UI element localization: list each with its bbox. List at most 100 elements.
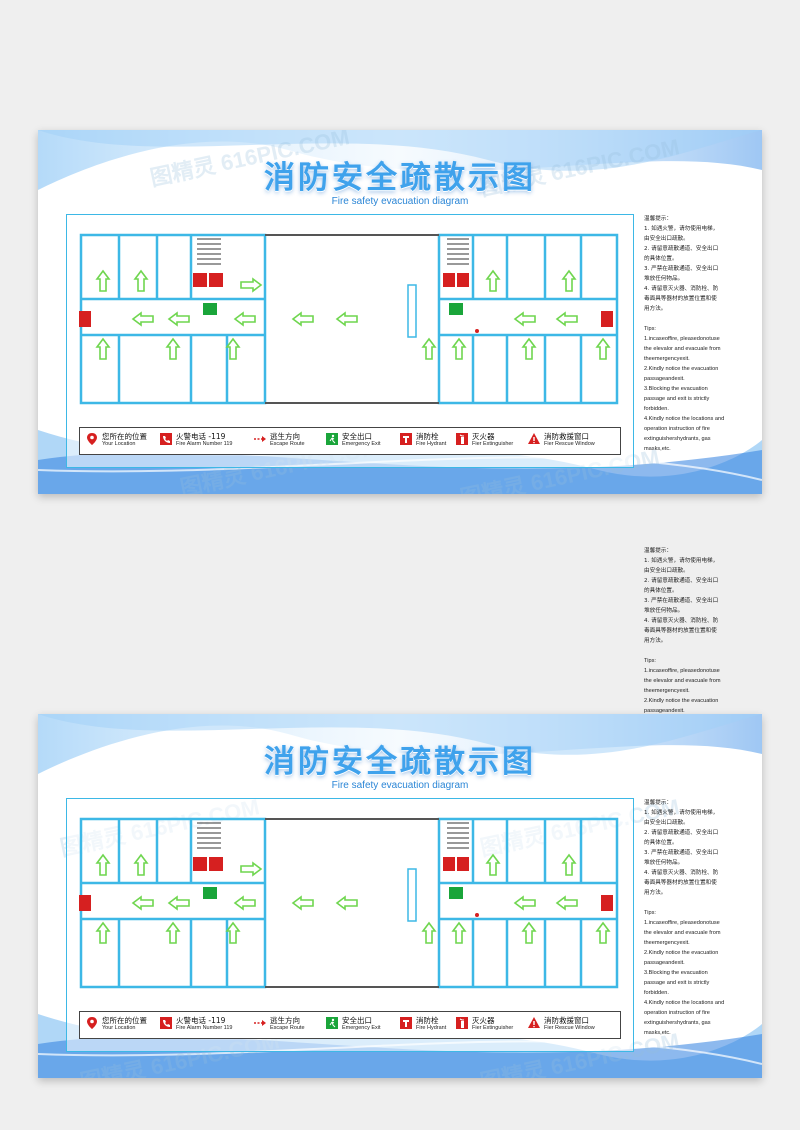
legend-en: Emergency Exit	[342, 441, 381, 447]
tips-en-line: passageandexit.	[644, 960, 685, 966]
tips-zh-title: 温馨提示：	[644, 800, 672, 806]
tips-zh-line: 的具体位置。	[644, 840, 678, 846]
tips-en-line: 4.Kindly notice the locations and	[644, 1000, 725, 1006]
tips-en-line: operation instruction of fire	[644, 1010, 710, 1016]
tips-en-line: masks,etc.	[644, 1030, 671, 1036]
tips-zh-line: 3. 严禁在疏散通道、安全出口	[644, 266, 719, 272]
tips-en-line: passageandexit.	[644, 376, 685, 382]
tips-zh-line: 3. 严禁在疏散通道、安全出口	[644, 850, 719, 856]
tips-en-line: masks,etc.	[644, 446, 671, 452]
tips-zh-line: 1. 如遇火警，请勿使用电梯，	[644, 226, 719, 232]
legend-zh: 火警电话 -119	[176, 1016, 226, 1025]
tips-en-line: forbidden.	[644, 406, 669, 412]
tips-zh-line: 1. 如遇火警，请勿使用电梯，	[644, 558, 719, 564]
board-title: 消防安全疏散示图	[264, 160, 536, 196]
board-title: 消防安全疏散示图	[264, 744, 536, 780]
legend-en: Fier Rescue Window	[544, 1025, 595, 1031]
location-pin-icon	[87, 1017, 97, 1029]
tips-en-line: extinguishershydrants, gas	[644, 436, 711, 442]
evacuation-board-2: 图精灵 616PIC.COM 图精灵 616PIC.COM 图精灵 616PIC…	[38, 714, 762, 1078]
warning-triangle-icon	[528, 1017, 540, 1028]
tips-en-title: Tips:	[644, 326, 656, 332]
legend-en: Fier Extinguisher	[472, 1025, 514, 1031]
legend-en: Fier Extinguisher	[472, 441, 514, 447]
floor-plan-drawing	[79, 233, 619, 405]
tips-en-line: theemergencyexit.	[644, 356, 690, 362]
tips-en-line: 3.Blocking the evacuation	[644, 386, 708, 392]
legend-zh: 消防救援窗口	[544, 432, 589, 441]
board-subtitle: Fire safety evacuation diagram	[331, 780, 469, 791]
legend-en: Escape Route	[270, 1025, 305, 1031]
tips-zh-title: 温馨提示：	[644, 548, 672, 554]
board-subtitle: Fire safety evacuation diagram	[331, 196, 469, 207]
tips-en-line: forbidden.	[644, 990, 669, 996]
tips-zh-line: 的具体位置。	[644, 256, 678, 262]
legend-en: Fier Rescue Window	[544, 441, 595, 447]
tips-zh-line: 2. 请留意疏散通道、安全出口	[644, 830, 719, 836]
tips-zh-line: 2. 请留意疏散通道、安全出口	[644, 578, 719, 584]
tips-zh-line: 用方法。	[644, 306, 667, 312]
tips-en-title: Tips:	[644, 658, 656, 664]
tips-en-line: theemergencyexit.	[644, 940, 690, 946]
legend-zh: 灭火器	[472, 1016, 495, 1025]
legend-en: Your Location	[102, 1025, 136, 1031]
tips-zh-line: 4. 请留意灭火器、消防栓、防	[644, 618, 719, 624]
legend-en: Fire Hydrant	[416, 1025, 447, 1031]
legend-en: Emergency Exit	[342, 1025, 381, 1031]
tips-zh-line: 由安全出口疏散。	[644, 236, 689, 242]
legend-zh: 逃生方向	[270, 1016, 300, 1025]
extinguisher-icon	[456, 1017, 468, 1029]
tips-en-line: the elevalor and evacuale from	[644, 346, 721, 352]
tips-zh-line: 由安全出口疏散。	[644, 568, 689, 574]
tips-en-line: theemergencyexit.	[644, 688, 690, 694]
legend-zh: 您所在的位置	[102, 432, 147, 441]
tips-zh-line: 用方法。	[644, 890, 667, 896]
fire-hydrant-icon	[400, 1017, 412, 1029]
tips-zh-title: 温馨提示：	[644, 216, 672, 222]
tips-zh-line: 堆放任何物品。	[644, 276, 684, 282]
tips-zh-line: 由安全出口疏散。	[644, 820, 689, 826]
tips-zh-line: 1. 如遇火警，请勿使用电梯，	[644, 810, 719, 816]
legend-zh: 安全出口	[342, 1016, 372, 1025]
tips-en-line: 3.Blocking the evacuation	[644, 970, 708, 976]
legend-zh: 消防栓	[416, 1016, 439, 1025]
legend-en: Your Location	[102, 441, 136, 447]
legend-zh: 您所在的位置	[102, 1016, 147, 1025]
legend-zh: 安全出口	[342, 432, 372, 441]
legend-en: Escape Route	[270, 441, 305, 447]
tips-en-line: the elevalor and evacuale from	[644, 930, 721, 936]
tips-panel: 温馨提示： 1. 如遇火警，请勿使用电梯， 由安全出口疏散。 2. 请留意疏散通…	[644, 214, 744, 454]
tips-zh-line: 2. 请留意疏散通道、安全出口	[644, 246, 719, 252]
tips-en-line: passage and exit is strictly	[644, 980, 710, 986]
tips-en-line: 2.Kindly notice the evacuation	[644, 698, 719, 704]
tips-zh-line: 毒面具等器材的放置位置和使	[644, 628, 717, 634]
tips-zh-line: 毒面具等器材的放置位置和使	[644, 880, 717, 886]
tips-en-line: 1.incaseoffire, pleasedonotuse	[644, 668, 720, 674]
legend: 您所在的位置 Your Location 火警电话 -119 Fire Alar…	[79, 427, 621, 455]
tips-zh-line: 4. 请留意灭火器、消防栓、防	[644, 870, 719, 876]
tips-zh-line: 3. 严禁在疏散通道、安全出口	[644, 598, 719, 604]
warning-triangle-icon	[528, 433, 540, 444]
tips-en-line: 1.incaseoffire, pleasedonotuse	[644, 336, 720, 342]
legend-zh: 消防救援窗口	[544, 1016, 589, 1025]
tips-zh-line: 堆放任何物品。	[644, 860, 684, 866]
escape-arrow-icon	[254, 436, 266, 442]
tips-zh-line: 堆放任何物品。	[644, 608, 684, 614]
evacuation-board-1: 图精灵 616PIC.COM 图精灵 616PIC.COM 图精灵 616PIC…	[38, 130, 762, 494]
legend: 您所在的位置 Your Location 火警电话 -119 Fire Alar…	[79, 1011, 621, 1039]
tips-en-line: operation instruction of fire	[644, 426, 710, 432]
tips-zh-line: 4. 请留意灭火器、消防栓、防	[644, 286, 719, 292]
tips-en-line: extinguishershydrants, gas	[644, 1020, 711, 1026]
tips-panel: 温馨提示： 1. 如遇火警，请勿使用电梯， 由安全出口疏散。 2. 请留意疏散通…	[644, 798, 744, 1038]
legend-en: Fire Alarm Number 119	[176, 441, 233, 447]
floor-plan-drawing	[79, 817, 619, 989]
legend-en: Fire Alarm Number 119	[176, 1025, 233, 1031]
fire-phone-icon	[160, 433, 172, 445]
tips-zh-line: 用方法。	[644, 638, 667, 644]
fire-hydrant-icon	[400, 433, 412, 445]
emergency-exit-icon	[326, 1017, 338, 1029]
escape-arrow-icon	[254, 1020, 266, 1026]
legend-zh: 灭火器	[472, 432, 495, 441]
tips-zh-line: 的具体位置。	[644, 588, 678, 594]
tips-en-line: passageandexit.	[644, 708, 685, 714]
